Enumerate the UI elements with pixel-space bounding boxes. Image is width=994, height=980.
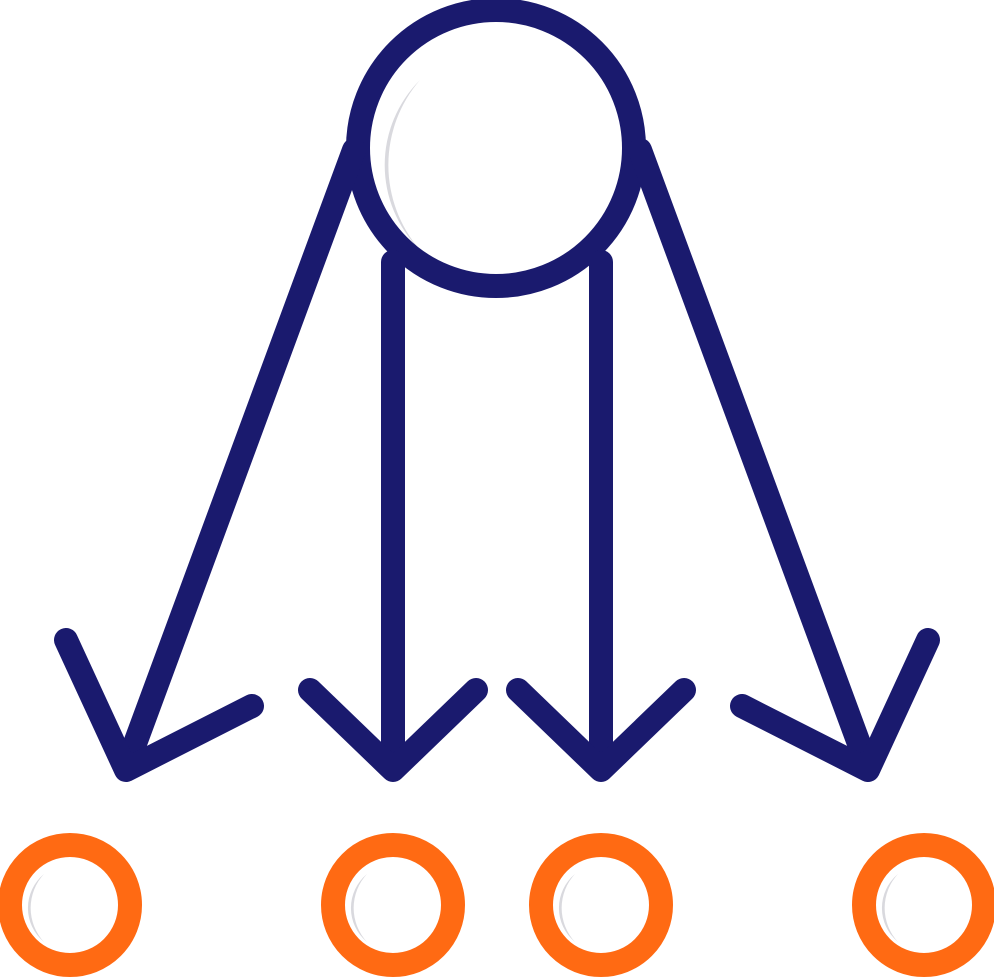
target-nodes	[0, 833, 994, 977]
source-node-icon	[346, 0, 646, 298]
source-node-circle	[346, 0, 646, 298]
target-node-shadow	[27, 874, 44, 942]
arrow-heads	[54, 628, 940, 782]
arrow-head-left	[54, 628, 264, 782]
target-node-shadow	[881, 874, 898, 942]
arrow-lines	[114, 138, 880, 780]
target-node-shadow	[558, 874, 575, 942]
target-node-icon	[0, 833, 142, 977]
arrow-head-center-left	[298, 678, 488, 782]
target-node-icon	[529, 833, 673, 977]
source-node-shadow	[384, 80, 420, 250]
target-node-icon	[321, 833, 465, 977]
target-node-shadow	[350, 874, 367, 942]
arrow-line-left	[114, 138, 366, 780]
target-node-icon	[852, 833, 994, 977]
arrow-head-right	[730, 628, 940, 782]
arrow-line-right	[628, 138, 880, 780]
arrow-head-center-right	[506, 678, 696, 782]
